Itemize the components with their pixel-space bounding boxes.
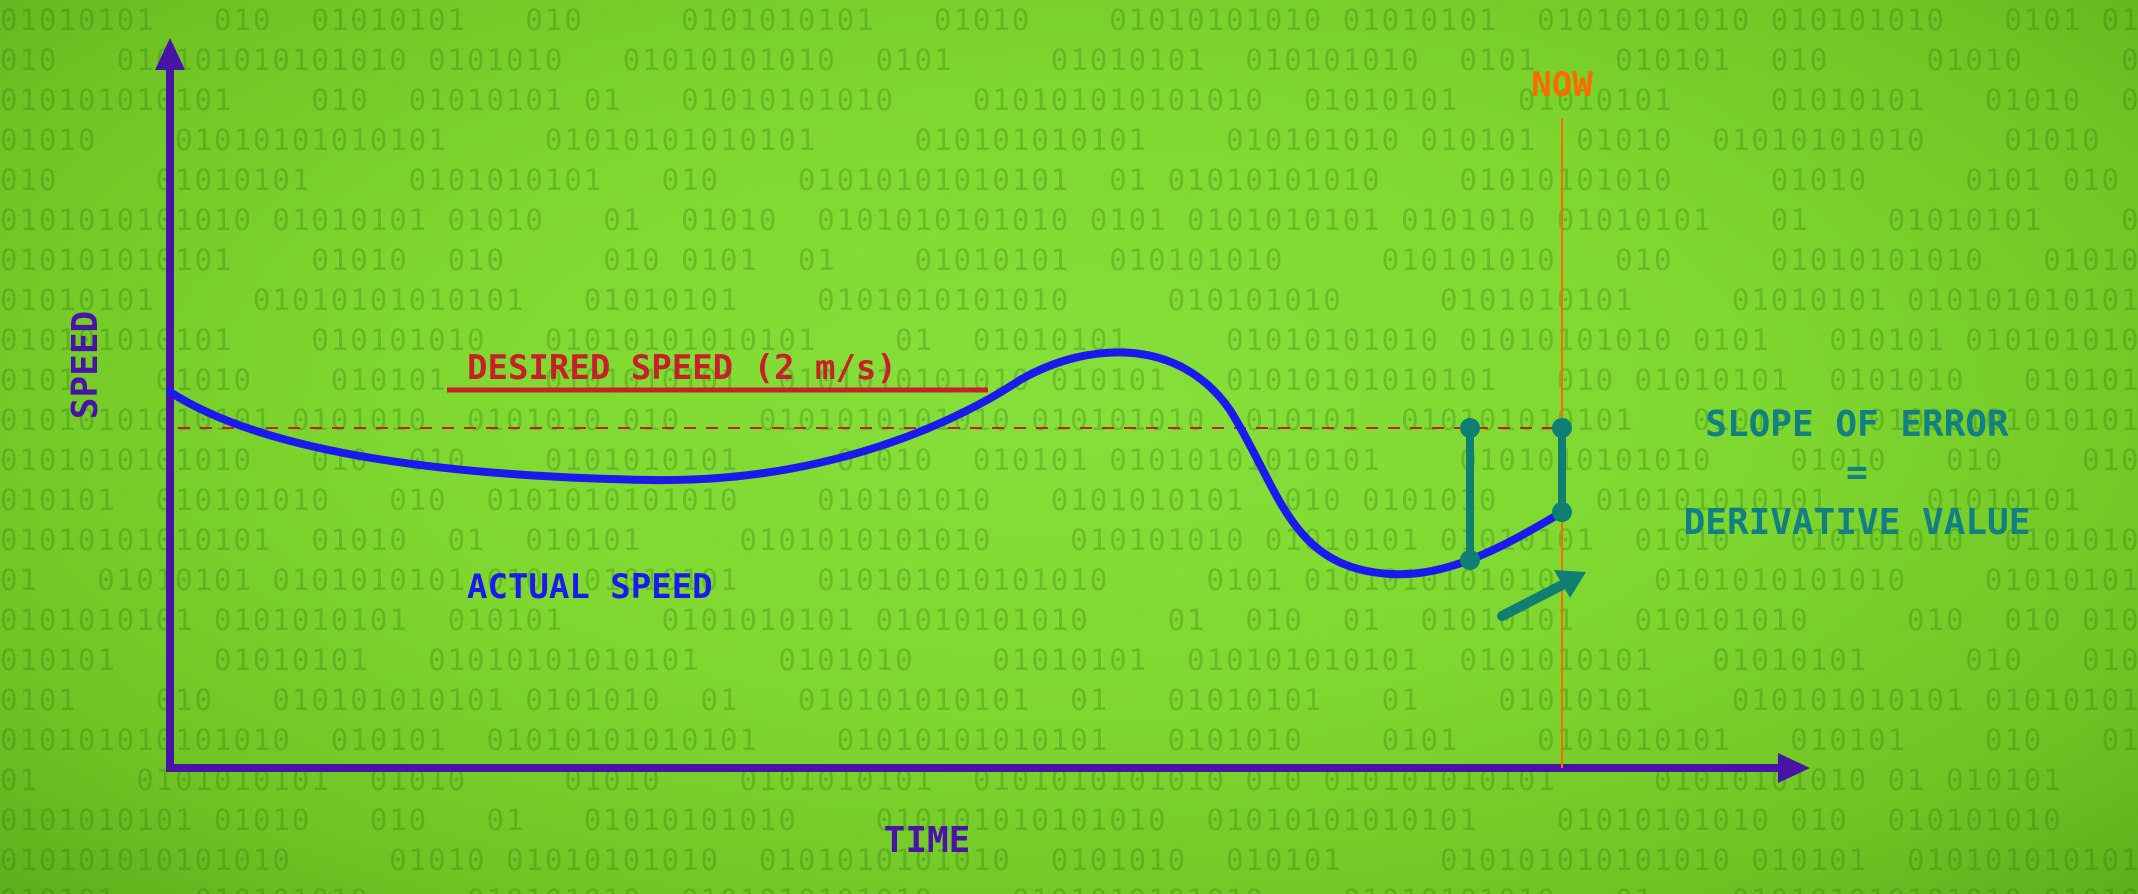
- y-axis-label: SPEED: [65, 311, 106, 419]
- x-axis-arrowhead: [1778, 753, 1810, 783]
- error-bar-now-bottom-dot: [1552, 502, 1572, 522]
- y-axis-arrowhead: [155, 38, 185, 70]
- now-label: NOW: [1531, 65, 1593, 105]
- error-bar-earlier-bottom-dot: [1460, 550, 1480, 570]
- slope-of-error-label: SLOPE OF ERROR: [1705, 404, 2009, 445]
- error-bar-now-top-dot: [1552, 418, 1572, 438]
- actual-speed-label: ACTUAL SPEED: [467, 567, 713, 607]
- x-axis-label: TIME: [884, 820, 971, 861]
- error-bar-earlier-top-dot: [1460, 418, 1480, 438]
- desired-speed-label: DESIRED SPEED (2 m/s): [467, 348, 897, 388]
- actual-speed-curve: [166, 348, 1566, 579]
- derivative-value-label: DERIVATIVE VALUE: [1684, 502, 2031, 543]
- slope-arrow-head: [1554, 570, 1586, 598]
- slope-equals-label: =: [1846, 452, 1868, 493]
- slope-arrow-shaft: [1497, 577, 1573, 621]
